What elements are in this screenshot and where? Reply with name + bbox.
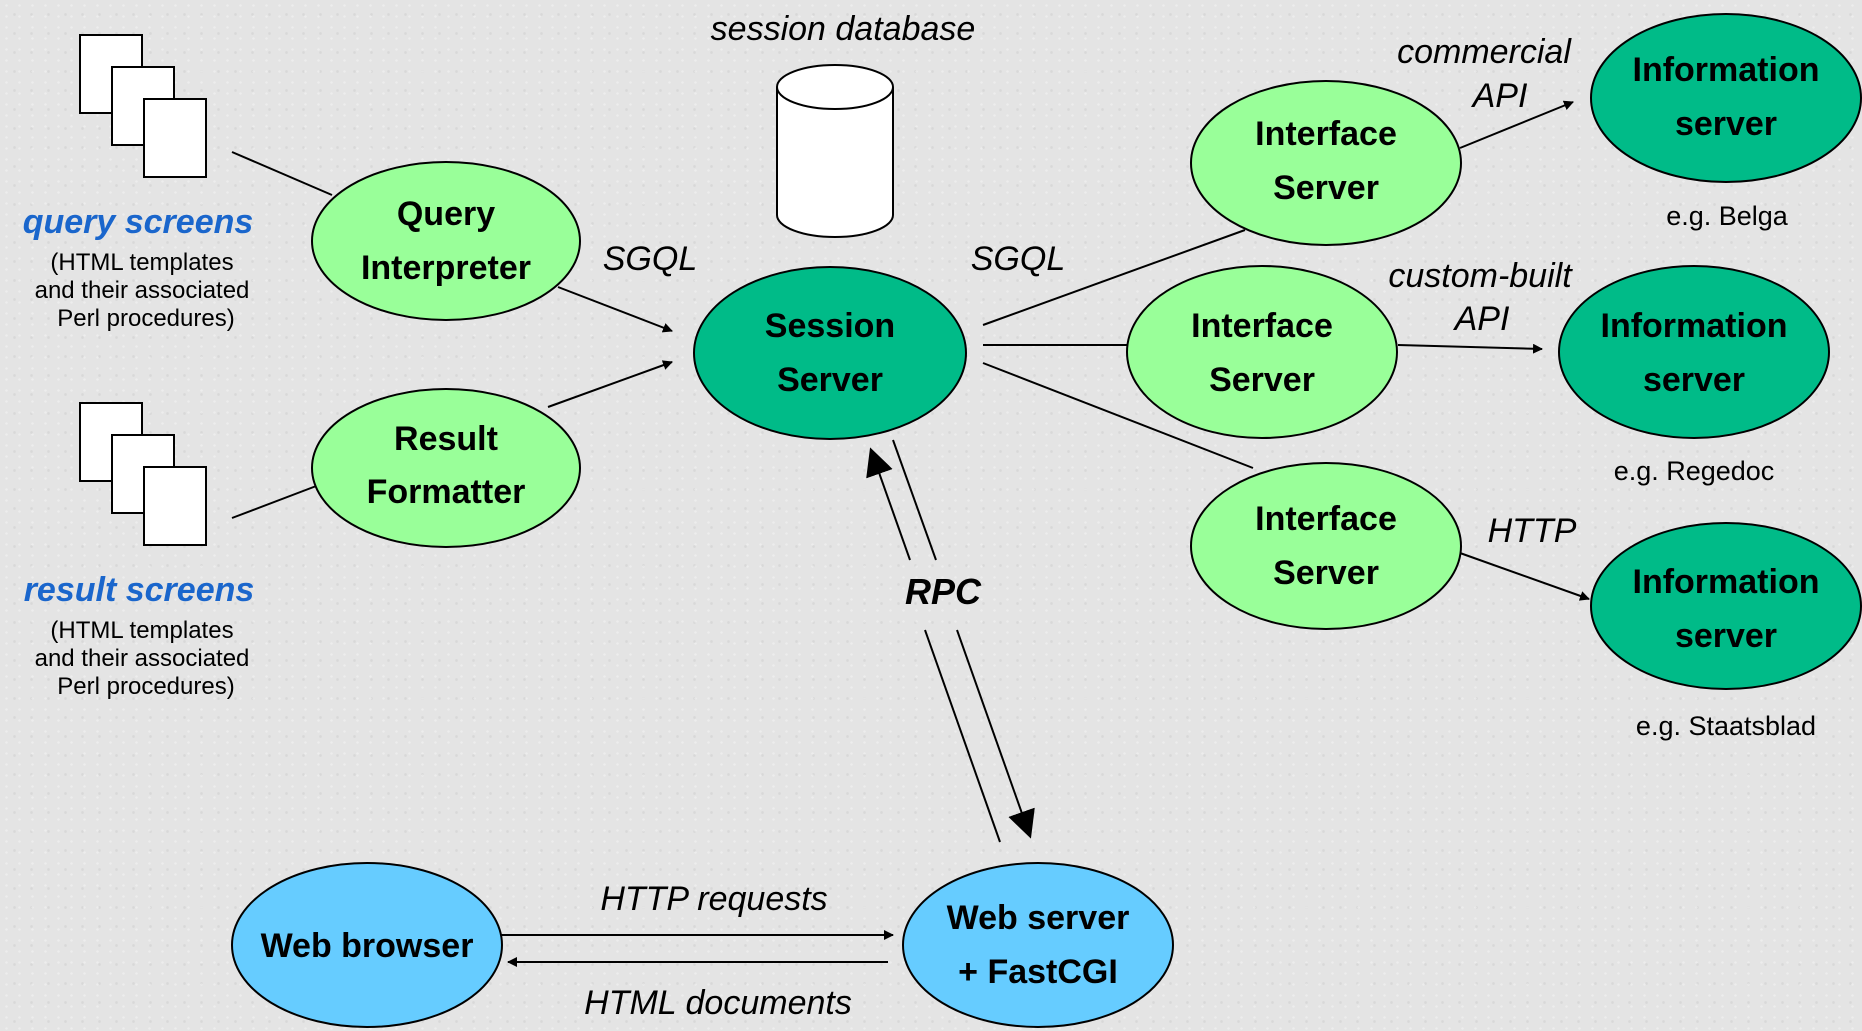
- query-screens-title: query screens: [23, 203, 254, 241]
- http-label: HTTP: [1488, 512, 1577, 550]
- query-screens-caption: query screens (HTML templates and their …: [23, 203, 254, 332]
- node-label-line2: Server: [777, 361, 883, 399]
- example-belga: e.g. Belga: [1666, 201, 1789, 231]
- web-browser-node: Web browser: [231, 862, 503, 1028]
- information-server-2-node: Information server: [1558, 265, 1830, 439]
- session-database-label: session database: [711, 10, 976, 48]
- result-formatter-node: Result Formatter: [311, 388, 581, 548]
- edge-interpreter-to-session: [557, 286, 673, 333]
- query-screens-desc-line1: (HTML templates: [50, 249, 233, 276]
- custom-api-label-line2: API: [1453, 300, 1510, 338]
- example-staatsblad: e.g. Staatsblad: [1636, 711, 1816, 741]
- node-label-line2: Server: [1273, 169, 1379, 207]
- edge-interface-2-to-info-2: [1397, 343, 1543, 354]
- node-label-line1: Information: [1601, 307, 1788, 345]
- node-label-line2: Server: [1273, 554, 1379, 592]
- sgql-label-right: SGQL: [971, 240, 1065, 278]
- edge-rpc-session-to-webserver: [956, 629, 1035, 839]
- node-label-line1: Information: [1633, 563, 1820, 601]
- custom-api-label-line1: custom-built: [1388, 257, 1573, 295]
- web-server-node: Web server + FastCGI: [902, 862, 1174, 1028]
- edge-query-doc-to-interpreter: [231, 151, 333, 196]
- node-label-line2: server: [1675, 617, 1777, 655]
- result-screens-desc-line1: (HTML templates: [50, 617, 233, 644]
- http-requests-label: HTTP requests: [600, 880, 827, 918]
- node-label-line1: Web browser: [261, 927, 474, 965]
- node-label-line1: Interface: [1191, 307, 1333, 345]
- example-regedoc: e.g. Regedoc: [1614, 456, 1775, 486]
- html-documents-label: HTML documents: [584, 984, 852, 1022]
- query-screens-document-stack-icon: [79, 34, 207, 178]
- node-label-line2: Interpreter: [361, 249, 531, 287]
- node-label-line1: Session: [765, 307, 895, 345]
- result-screens-document-stack-icon: [79, 402, 207, 546]
- node-label-line1: Information: [1633, 51, 1820, 89]
- commercial-api-label-line2: API: [1471, 77, 1528, 115]
- interface-server-1-node: Interface Server: [1190, 80, 1462, 246]
- edge-formatter-to-session: [547, 360, 673, 408]
- session-server-node: Session Server: [693, 266, 967, 440]
- edge-session-to-interface-3: [982, 362, 1254, 469]
- node-label-line1: Result: [394, 420, 498, 458]
- query-screens-desc-line2: and their associated: [35, 277, 250, 304]
- node-label-line1: Web server: [947, 899, 1130, 937]
- node-label-line2: Server: [1209, 361, 1315, 399]
- node-label-line2: Formatter: [367, 473, 526, 511]
- session-database-icon: [776, 64, 894, 238]
- rpc-label: RPC: [905, 571, 982, 612]
- information-server-1-node: Information server: [1590, 13, 1862, 183]
- node-label-line2: + FastCGI: [958, 953, 1118, 991]
- sgql-label-left: SGQL: [603, 240, 697, 278]
- interface-server-2-node: Interface Server: [1126, 265, 1398, 439]
- edge-interface-3-to-info-3: [1459, 552, 1590, 601]
- node-label-line1: Interface: [1255, 500, 1397, 538]
- result-screens-title: result screens: [24, 571, 255, 609]
- edge-rpc-session-to-webserver-top: [892, 439, 937, 561]
- result-screens-caption: result screens (HTML templates and their…: [24, 571, 255, 700]
- edge-interface-1-to-info-1: [1459, 100, 1574, 149]
- interface-server-3-node: Interface Server: [1190, 462, 1462, 630]
- node-label-line1: Query: [397, 195, 495, 233]
- query-interpreter-node: Query Interpreter: [311, 161, 581, 321]
- query-screens-desc-line3: Perl procedures): [57, 305, 234, 332]
- node-label-line1: Interface: [1255, 115, 1397, 153]
- edge-session-to-interface-1: [982, 229, 1246, 326]
- result-screens-desc-line2: and their associated: [35, 645, 250, 672]
- edge-rpc-webserver-to-session-bottom: [924, 629, 1001, 843]
- edge-rpc-webserver-to-session: [866, 447, 911, 561]
- connectors: [231, 100, 1590, 967]
- result-screens-desc-line3: Perl procedures): [57, 673, 234, 700]
- information-server-3-node: Information server: [1590, 522, 1862, 690]
- node-label-line2: server: [1643, 361, 1745, 399]
- node-label-line2: server: [1675, 105, 1777, 143]
- commercial-api-label-line1: commercial: [1397, 33, 1572, 71]
